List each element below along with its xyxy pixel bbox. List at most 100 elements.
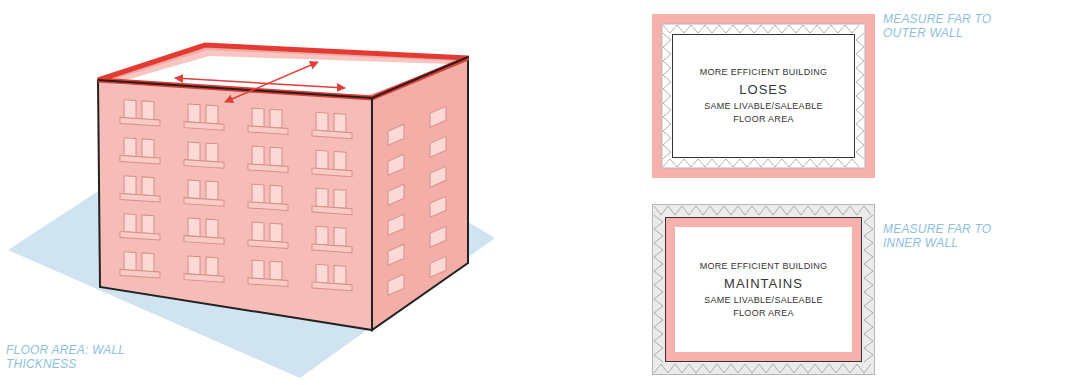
roof-walls [98, 45, 468, 98]
window [316, 188, 328, 207]
plan-text: SAME LIVABLE/SALEABLE FLOOR AREA [699, 100, 829, 126]
window [124, 252, 136, 271]
side-windows [388, 106, 446, 295]
window [206, 143, 218, 162]
balcony [184, 274, 224, 283]
balcony [312, 130, 352, 139]
balcony [312, 206, 352, 215]
window [124, 214, 136, 233]
wall-hatch [856, 33, 864, 159]
window [270, 223, 282, 242]
window [252, 184, 264, 203]
balcony [312, 244, 352, 253]
balcony [120, 155, 160, 164]
window [206, 181, 218, 200]
window [188, 256, 200, 275]
plan-text: MORE EFFICIENT BUILDING [700, 66, 828, 79]
window [252, 260, 264, 279]
window [388, 214, 404, 235]
wall-hatch [663, 25, 859, 33]
wall-hatch [663, 159, 859, 167]
floor-plate [112, 56, 452, 95]
window [252, 146, 264, 165]
wall-hatch [654, 206, 871, 215]
window [334, 266, 346, 285]
balcony [248, 164, 288, 173]
window [334, 190, 346, 209]
window [142, 215, 154, 234]
window [206, 105, 218, 124]
window [316, 264, 328, 283]
window [188, 180, 200, 199]
balcony [184, 122, 224, 131]
inner-wall-band [666, 218, 862, 362]
plan-text: MORE EFFICIENT BUILDING [700, 260, 828, 273]
window [142, 177, 154, 196]
window [252, 108, 264, 127]
window [334, 228, 346, 247]
window [142, 101, 154, 120]
window [206, 219, 218, 238]
wall-hatch [654, 215, 663, 362]
window [270, 185, 282, 204]
window [124, 176, 136, 195]
text-group: MORE EFFICIENT BUILDING MAINTAINS SAME LIV… [678, 230, 849, 349]
window [388, 184, 404, 205]
wall-hatch [864, 215, 873, 362]
window [252, 222, 264, 241]
window [124, 100, 136, 119]
balcony [248, 126, 288, 135]
wall-hatch [654, 364, 871, 373]
floor-area [673, 35, 855, 158]
window [316, 226, 328, 245]
balcony [120, 117, 160, 126]
window [430, 226, 446, 247]
balcony [184, 236, 224, 245]
measure-note: MEASURE FAR TO INNER WALL [883, 222, 1018, 250]
verdict-text: LOSES [739, 81, 787, 98]
window [334, 114, 346, 133]
window [270, 109, 282, 128]
window [388, 244, 404, 265]
balcony [184, 160, 224, 169]
measure-note: MEASURE FAR TO OUTER WALL [883, 12, 1018, 40]
window [270, 147, 282, 166]
window [334, 152, 346, 171]
window [142, 253, 154, 272]
balcony [248, 202, 288, 211]
window [430, 106, 446, 127]
front-facade [98, 80, 372, 330]
balcony [120, 269, 160, 278]
window [316, 150, 328, 169]
window [430, 256, 446, 277]
balcony [312, 282, 352, 291]
balcony [248, 278, 288, 287]
wall-core [662, 24, 865, 168]
balcony [248, 240, 288, 249]
window [142, 139, 154, 158]
balcony [120, 193, 160, 202]
wall-core [653, 205, 875, 375]
wall-thickness-edge [98, 45, 468, 98]
window [188, 104, 200, 123]
side-facade [372, 57, 468, 330]
floor-area [675, 227, 852, 352]
dimension-arrow [225, 62, 318, 102]
window [388, 124, 404, 145]
inner-wall-box: MORE EFFICIENT BUILDING MAINTAINS SAME LIV… [652, 204, 875, 375]
window [188, 218, 200, 237]
plan-text: SAME LIVABLE/SALEABLE FLOOR AREA [699, 294, 829, 320]
figure-caption: FLOOR AREA: WALL THICKNESS [6, 343, 146, 371]
window [388, 154, 404, 175]
window [316, 112, 328, 131]
window [430, 166, 446, 187]
balcony [184, 198, 224, 207]
window [430, 196, 446, 217]
text-group: MORE EFFICIENT BUILDING LOSES SAME LIVABLE… [678, 40, 849, 152]
verdict-text: MAINTAINS [724, 275, 803, 292]
balcony [120, 231, 160, 240]
window [188, 142, 200, 161]
window [430, 136, 446, 157]
window [124, 138, 136, 157]
